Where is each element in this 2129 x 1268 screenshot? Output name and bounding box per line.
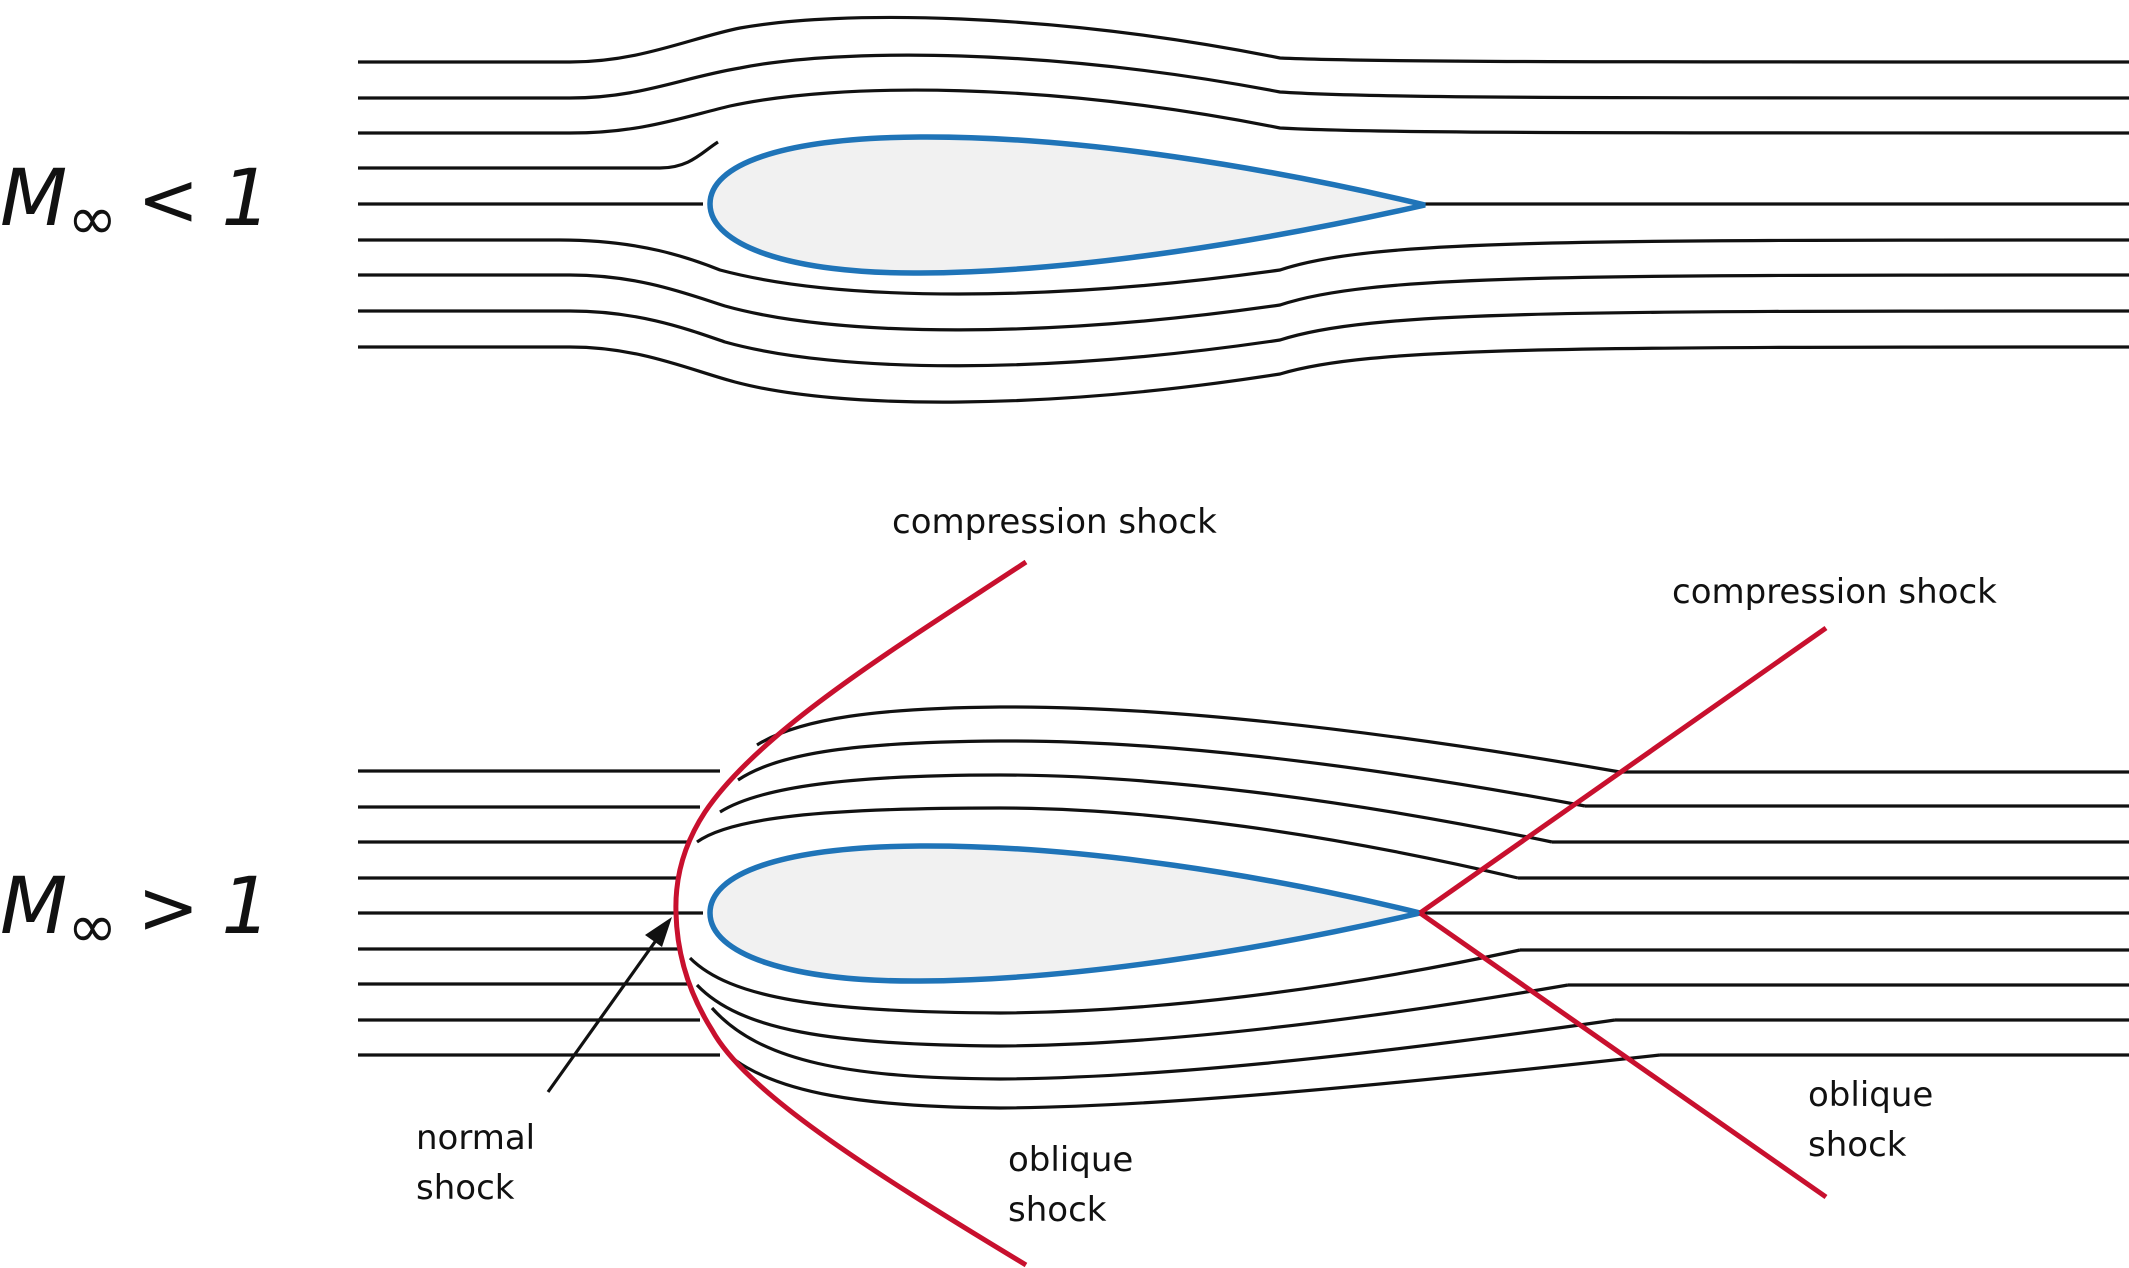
streamline [358,53,2129,100]
trailing-upper-shock [1418,625,1828,916]
streamline [737,739,1586,808]
streamline [756,705,1621,774]
streamline [695,983,1569,1048]
streamline [688,948,1521,1015]
streamline [358,345,2129,404]
compression-shock-label-right: compression shock [1672,572,1997,612]
subsonic-panel: M∞ <1 [0,15,2129,404]
mach-relation: > [137,865,199,951]
streamline [358,309,2129,368]
subsonic-mach-label: M∞ <1 [0,154,271,254]
oblique-shock-right-line1: oblique [1808,1075,1933,1115]
mach-symbol: M [0,862,67,952]
streamline [696,806,1519,880]
oblique-shock-right-line2: shock [1808,1125,1907,1165]
compression-shock-label-left: compression shock [892,502,1217,542]
normal-shock-label: normal shock [416,1118,546,1208]
oblique-shock-left-line1: oblique [1008,1140,1133,1180]
trailing-lower-shock [1418,910,1828,1200]
subsonic-streamlines [358,15,2129,404]
mach-value: 1 [221,862,271,952]
supersonic-mach-label: M∞ >1 [0,862,271,962]
streamline [734,1053,1661,1110]
streamline [358,88,2129,135]
mach-subscript: ∞ [67,184,117,254]
oblique-shock-label-left: oblique shock [1008,1140,1144,1230]
mach-relation: < [137,157,199,243]
oblique-shock-left-line2: shock [1008,1190,1107,1230]
mach-symbol: M [0,154,67,244]
normal-shock-label-line2: shock [416,1168,515,1208]
supersonic-airfoil [707,843,1421,984]
supersonic-panel: M∞ >1 [0,502,2129,1268]
supersonic-streamlines [358,705,2129,1110]
bow-shock [673,559,1028,1268]
streamline [358,140,719,170]
mach-subscript: ∞ [67,892,117,962]
streamline [358,238,2129,296]
normal-shock-pointer [546,931,664,1093]
streamline [710,1006,1616,1081]
subsonic-airfoil [707,134,1426,276]
streamline [719,773,1553,844]
arrowhead-icon [645,917,672,947]
mach-value: 1 [221,154,271,244]
normal-shock-label-line1: normal [416,1118,535,1158]
streamline [358,15,2129,64]
oblique-shock-label-right: oblique shock [1808,1075,1944,1165]
streamline [358,273,2129,332]
